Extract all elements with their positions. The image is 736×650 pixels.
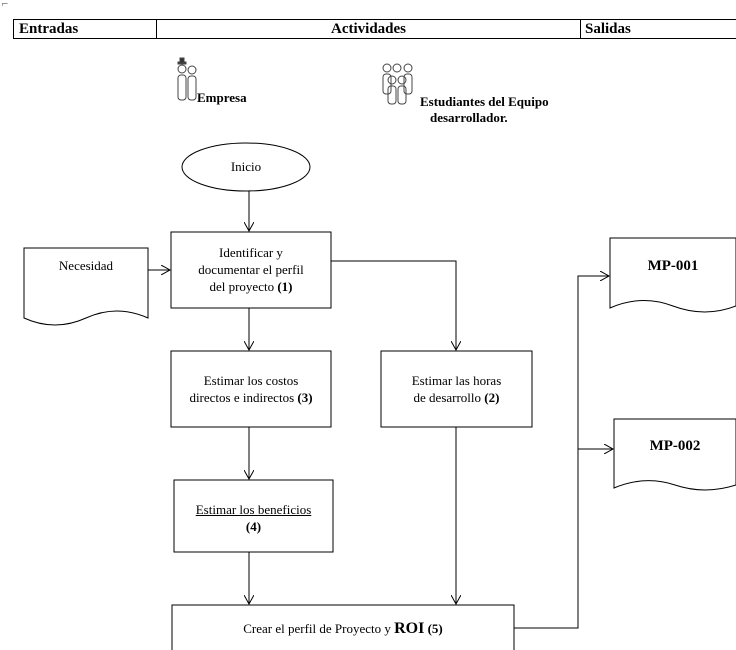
mp002-document [613, 418, 736, 491]
horas-process-box [380, 350, 533, 428]
estudiantes-label-line1: Estudiantes del Equipo [420, 94, 549, 109]
crear-perfil-label: Crear el perfil de Proyecto y ROI (5) [243, 620, 443, 637]
inicio-label: Inicio [230, 159, 262, 174]
beneficios-process-box [173, 479, 334, 553]
necesidad-document [23, 247, 149, 326]
identificar-label: Identificar y documentar el perfil del p… [198, 245, 304, 294]
crear-perfil-process-box [171, 604, 515, 650]
arrow-crear-mp001 [514, 276, 609, 629]
column-header-actividades: Actividades [156, 19, 580, 39]
estudiantes-label-line2: desarrollador. [430, 110, 508, 125]
costos-process-box [170, 350, 332, 428]
inicio-terminator [181, 142, 311, 192]
column-header-salidas: Salidas [580, 19, 736, 39]
empresa-label: Empresa [197, 90, 247, 105]
estudiantes-actor-icon [382, 63, 413, 105]
arrow-identificar-horas [331, 260, 456, 350]
necesidad-label: Necesidad [58, 258, 114, 273]
column-header-entradas: Entradas [13, 19, 157, 39]
identificar-process-box [170, 231, 332, 309]
empresa-actor-icon [177, 57, 197, 101]
beneficios-label: Estimar los beneficios (4) [195, 502, 312, 534]
mp001-document [609, 237, 736, 313]
horas-label: Estimar las horas de desarrollo (2) [411, 373, 502, 405]
mp001-label: MP-001 [647, 258, 699, 274]
costos-label: Estimar los costos directos e indirectos… [189, 373, 313, 405]
mp002-label: MP-002 [649, 438, 701, 454]
corner-mark: ⌐ [1, 0, 9, 10]
